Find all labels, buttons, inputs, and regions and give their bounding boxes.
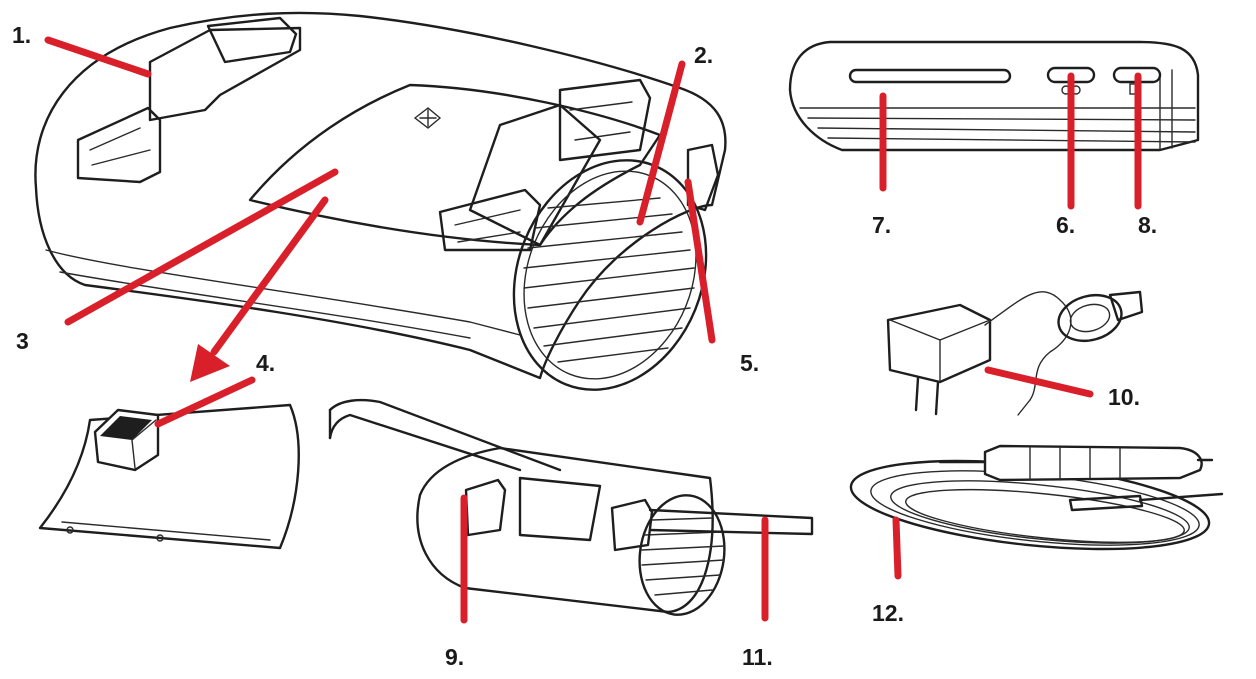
pointer-line [892,516,902,580]
filter-cover-drawing [38,403,300,550]
pointer-line [44,36,152,78]
callout-label-9: 9. [445,644,465,670]
car-lighter-cable-drawing [849,444,1224,551]
pointer-line [210,196,329,356]
callout-label-7: 7. [872,212,892,238]
pointer-line [154,376,256,428]
callout-label-8: 8. [1138,212,1158,238]
callout-label-6: 6. [1056,212,1076,238]
callout-label-10: 10. [1108,384,1140,410]
callout-label-11: 11. [742,644,773,670]
pointer-line [684,178,716,344]
grille-lines-icon [641,517,725,596]
callout-pointers [44,36,1142,624]
heater-unit-drawing [34,11,727,391]
grille-lines-icon [523,197,695,363]
pointer-arrowhead-icon [190,344,230,382]
callout-label-12: 12. [872,600,904,626]
callout-label-5: 5. [740,350,760,376]
callout-label-2: 2. [694,42,714,68]
callout-label-1: 1. [12,22,32,48]
callout-label-4: 4. [256,350,276,376]
pointer-line [984,366,1094,398]
pointer-line [636,60,686,226]
pointer-line [64,168,339,326]
power-adapter-drawing [886,290,1144,416]
callout-label-3: 3 [16,328,29,354]
heater-on-strap-drawing [328,398,814,616]
